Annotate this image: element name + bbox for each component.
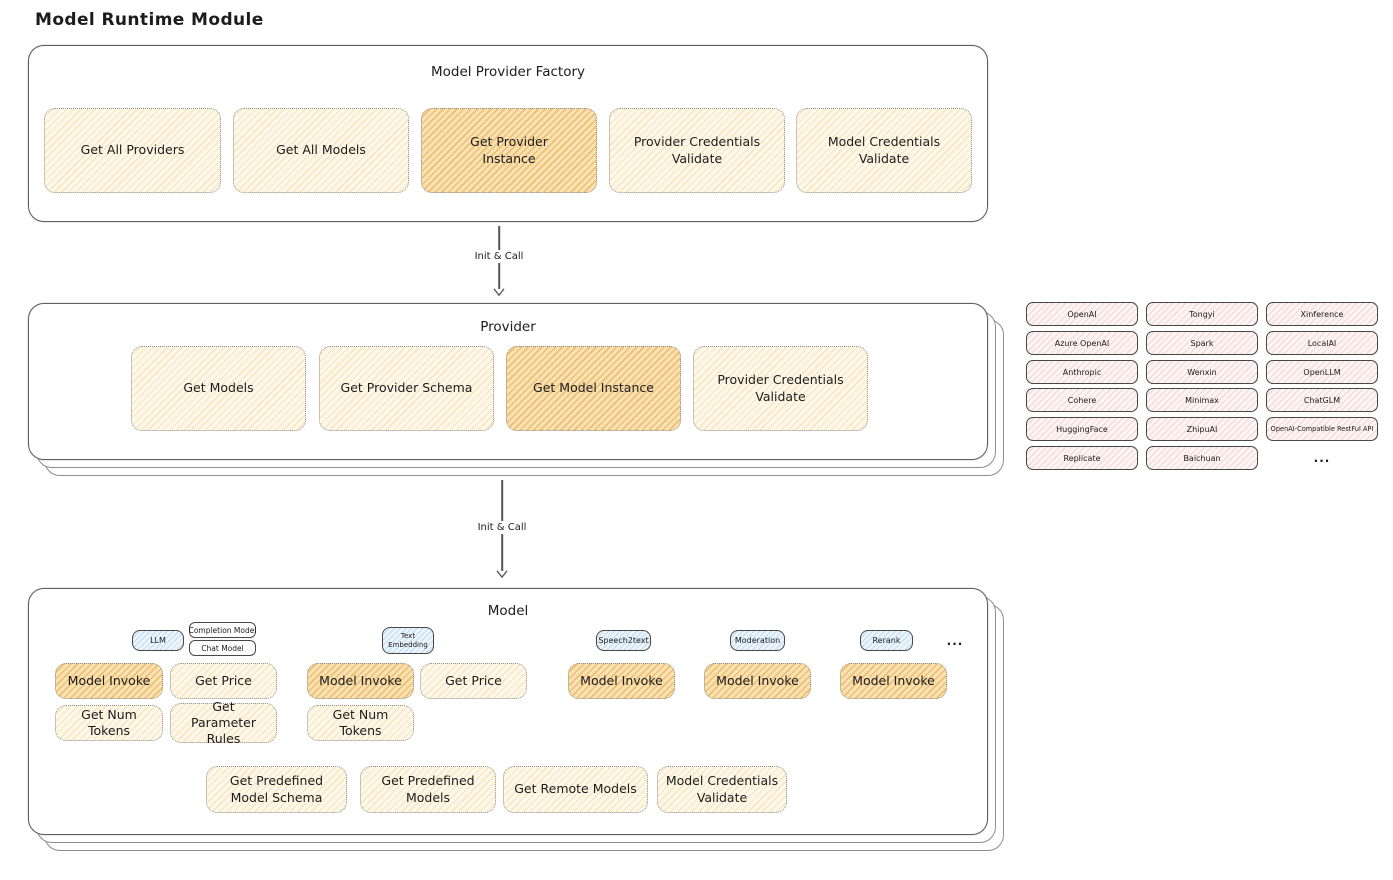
provider-cell-cohere: Cohere (1026, 388, 1138, 412)
moderation-model-invoke: Model Invoke (704, 663, 811, 699)
provider-cell-chatglm: ChatGLM (1266, 388, 1378, 412)
init-call-label-2: Init & Call (472, 521, 532, 534)
init-call-label-1: Init & Call (469, 250, 529, 263)
provider-cell-openai: OpenAI (1026, 302, 1138, 326)
arrow-factory-to-provider: Init & Call (469, 226, 529, 296)
model-box: Model LLM Completion Model Chat Model Te… (28, 588, 988, 835)
model-credentials-validate: Model Credentials Validate (657, 766, 787, 813)
provider-get-model-instance: Get Model Instance (506, 346, 681, 431)
provider-get-provider-schema: Get Provider Schema (319, 346, 494, 431)
factory-provider-credentials-validate: Provider Credentials Validate (609, 108, 785, 193)
provider-grid-ellipsis: ... (1313, 451, 1331, 465)
llm-get-num-tokens: Get Num Tokens (55, 705, 163, 741)
provider-cell-xinference: Xinference (1266, 302, 1378, 326)
text-embedding-get-num-tokens: Get Num Tokens (307, 705, 414, 741)
arrow-head-icon (493, 288, 505, 296)
model-type-chat-model: Chat Model (189, 640, 256, 656)
provider-cell-tongyi: Tongyi (1146, 302, 1258, 326)
provider-cell-azure-openai: Azure OpenAI (1026, 331, 1138, 355)
factory-get-all-models: Get All Models (233, 108, 409, 193)
provider-cell-openllm: OpenLLM (1266, 360, 1378, 384)
model-type-llm: LLM (132, 630, 184, 651)
provider-cell-anthropic: Anthropic (1026, 360, 1138, 384)
get-predefined-model-schema: Get Predefined Model Schema (206, 766, 347, 813)
provider-grid: OpenAI Tongyi Xinference Azure OpenAI Sp… (1026, 302, 1386, 474)
model-title: Model (487, 603, 529, 619)
provider-cell-minimax: Minimax (1146, 388, 1258, 412)
model-type-completion-model: Completion Model (189, 622, 256, 638)
speech2text-model-invoke: Model Invoke (568, 663, 675, 699)
arrow-provider-to-model: Init & Call (472, 480, 532, 578)
get-predefined-models: Get Predefined Models (360, 766, 496, 813)
provider-cell-zhipuai: ZhipuAI (1146, 417, 1258, 441)
llm-get-parameter-rules: Get Parameter Rules (170, 699, 277, 746)
get-remote-models: Get Remote Models (503, 766, 648, 813)
model-provider-factory-box: Model Provider Factory Get All Providers… (28, 45, 988, 222)
provider-provider-credentials-validate: Provider Credentials Validate (693, 346, 868, 431)
factory-get-all-providers: Get All Providers (44, 108, 221, 193)
model-type-rerank: Rerank (860, 630, 913, 651)
text-embedding-get-price: Get Price (420, 663, 527, 699)
model-type-moderation: Moderation (730, 630, 785, 651)
arrow-head-icon (496, 570, 508, 578)
rerank-model-invoke: Model Invoke (840, 663, 947, 699)
provider-title: Provider (480, 319, 536, 335)
provider-cell-localai: LocalAI (1266, 331, 1378, 355)
provider-cell-openai-compatible-restful-api: OpenAI-Compatible RestFul API (1266, 417, 1378, 441)
llm-get-price: Get Price (170, 663, 277, 699)
provider-cell-replicate: Replicate (1026, 446, 1138, 470)
provider-cell-baichuan: Baichuan (1146, 446, 1258, 470)
factory-get-provider-instance: Get Provider Instance (421, 108, 597, 193)
provider-box: Provider Get Models Get Provider Schema … (28, 303, 988, 460)
page-title: Model Runtime Module (35, 10, 264, 30)
provider-cell-wenxin: Wenxin (1146, 360, 1258, 384)
provider-cell-spark: Spark (1146, 331, 1258, 355)
model-type-text-embedding: Text Embedding (382, 627, 434, 654)
provider-cell-huggingface: HuggingFace (1026, 417, 1138, 441)
model-types-ellipsis: ... (946, 633, 964, 648)
factory-model-credentials-validate: Model Credentials Validate (796, 108, 972, 193)
model-type-speech2text: Speech2text (596, 630, 651, 651)
provider-get-models: Get Models (131, 346, 306, 431)
factory-title: Model Provider Factory (430, 64, 585, 80)
text-embedding-model-invoke: Model Invoke (307, 663, 414, 699)
llm-model-invoke: Model Invoke (55, 663, 163, 699)
